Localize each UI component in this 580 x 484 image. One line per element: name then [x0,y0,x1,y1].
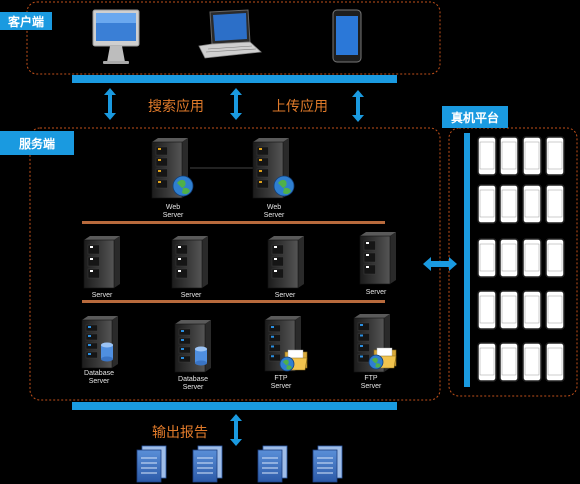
tier-divider-upper [82,221,385,224]
document-stack-icon [257,445,288,483]
server-group-border [29,127,441,401]
server-3-label: Server [274,292,296,299]
server-racks [81,138,397,373]
phone-device-icon [477,290,497,330]
phone-device-icon [499,342,519,382]
output-documents [136,445,343,483]
document-stack-icon [136,445,167,483]
server-group-tag: 服务端 [0,131,74,155]
phone-device-icon [477,342,497,382]
server-tower-icon [151,138,188,199]
web-server-2-label: Web Server [263,204,285,219]
client-bus-bar [72,75,397,83]
phone-device-icon [499,238,519,278]
server-1-label: Server [91,292,113,299]
output-report-arrow [230,414,242,446]
server-tower-icon [264,316,301,372]
server-device-arrow [423,257,457,271]
phone-device-icon [499,136,519,176]
document-stack-icon [192,445,223,483]
phone-device-icon [545,184,565,224]
phone-device-icon [477,136,497,176]
phone-device-icon [545,136,565,176]
globe-icon [172,175,194,197]
desktop-monitor-icon [92,9,140,64]
laptop-icon [198,9,262,59]
client-server-arrow-3 [352,90,364,122]
database-icon [195,346,207,366]
server-tower-icon [83,236,120,289]
phone-device-icon [522,290,542,330]
database-icon [101,342,113,362]
ftp-server-1-label: FTP Server [270,375,292,390]
output-report-label: 输出报告 [152,424,208,440]
web-server-1-label: Web Server [162,204,184,219]
client-group-tag: 客户端 [0,12,52,30]
output-bus-bar [72,402,397,410]
phone-device-icon [545,342,565,382]
phone-device-icon [522,342,542,382]
globe-icon [273,175,295,197]
globe-icon [368,354,384,370]
client-server-arrow-2 [230,88,242,120]
server-tower-icon [267,236,304,289]
db-server-1-label: Database Server [84,370,114,385]
phone-device-icon [522,184,542,224]
upload-app-label: 上传应用 [272,98,328,114]
ftp-server-2-label: FTP Server [360,375,382,390]
tier-divider-lower [82,300,385,303]
globe-icon [279,356,295,372]
phone-device-icon [522,136,542,176]
server-2-label: Server [180,292,202,299]
server-tower-icon [252,138,289,199]
server-tower-icon [81,316,118,369]
server-4-label: Server [365,289,387,296]
phone-device-icon [499,290,519,330]
server-tower-icon [359,232,396,285]
device-phone-grid [477,136,565,382]
phone-device-icon [545,290,565,330]
phone-device-icon [522,238,542,278]
device-platform-tag: 真机平台 [442,106,508,128]
client-group-border [26,1,441,75]
phone-device-icon [545,238,565,278]
phone-device-icon [477,238,497,278]
server-tower-icon [171,236,208,289]
phone-device-icon [477,184,497,224]
phone-device-icon [499,184,519,224]
client-server-arrow-1 [104,88,116,120]
search-app-label: 搜索应用 [148,98,204,114]
device-bus-bar [464,133,470,387]
document-stack-icon [312,445,343,483]
device-platform-border [448,127,578,397]
smartphone-icon [332,9,362,63]
db-server-2-label: Database Server [178,376,208,391]
